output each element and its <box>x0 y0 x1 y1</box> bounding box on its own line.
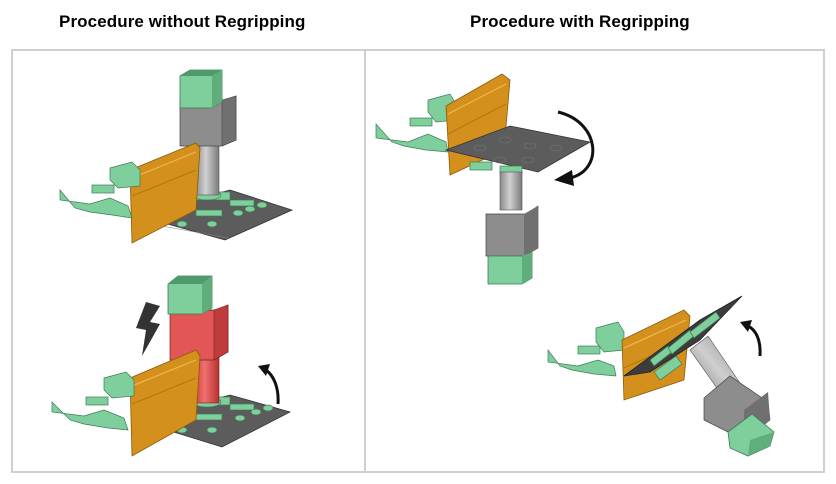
clamp-fixture-left <box>547 321 625 377</box>
clamp-fixture-left <box>375 93 457 153</box>
tilt-up-arrow-icon <box>265 368 280 405</box>
aluminum-profile <box>129 142 201 244</box>
scene-without-regripping-normal <box>59 69 294 244</box>
scene-with-regripping-rotate <box>375 73 595 285</box>
tilt-up-arrow-icon <box>747 324 762 357</box>
clamp-fixture-left <box>59 161 141 219</box>
collision-lightning-icon <box>136 302 160 356</box>
aluminum-profile <box>129 349 201 457</box>
vacuum-gripper-array <box>649 311 721 381</box>
figure-frame <box>11 49 825 473</box>
panel-divider <box>364 49 366 471</box>
scene-without-regripping-collision <box>51 275 292 457</box>
robot-wrist-cylinder <box>499 171 523 211</box>
sheet-metal-part <box>444 125 592 173</box>
panel-title-without-regripping: Procedure without Regripping <box>59 12 306 31</box>
rotate-arrow-icon <box>557 110 595 180</box>
clamp-fixture-left <box>51 371 135 431</box>
panel-title-with-regripping: Procedure with Regripping <box>470 12 690 31</box>
scene-with-regripping-placed <box>547 295 775 457</box>
